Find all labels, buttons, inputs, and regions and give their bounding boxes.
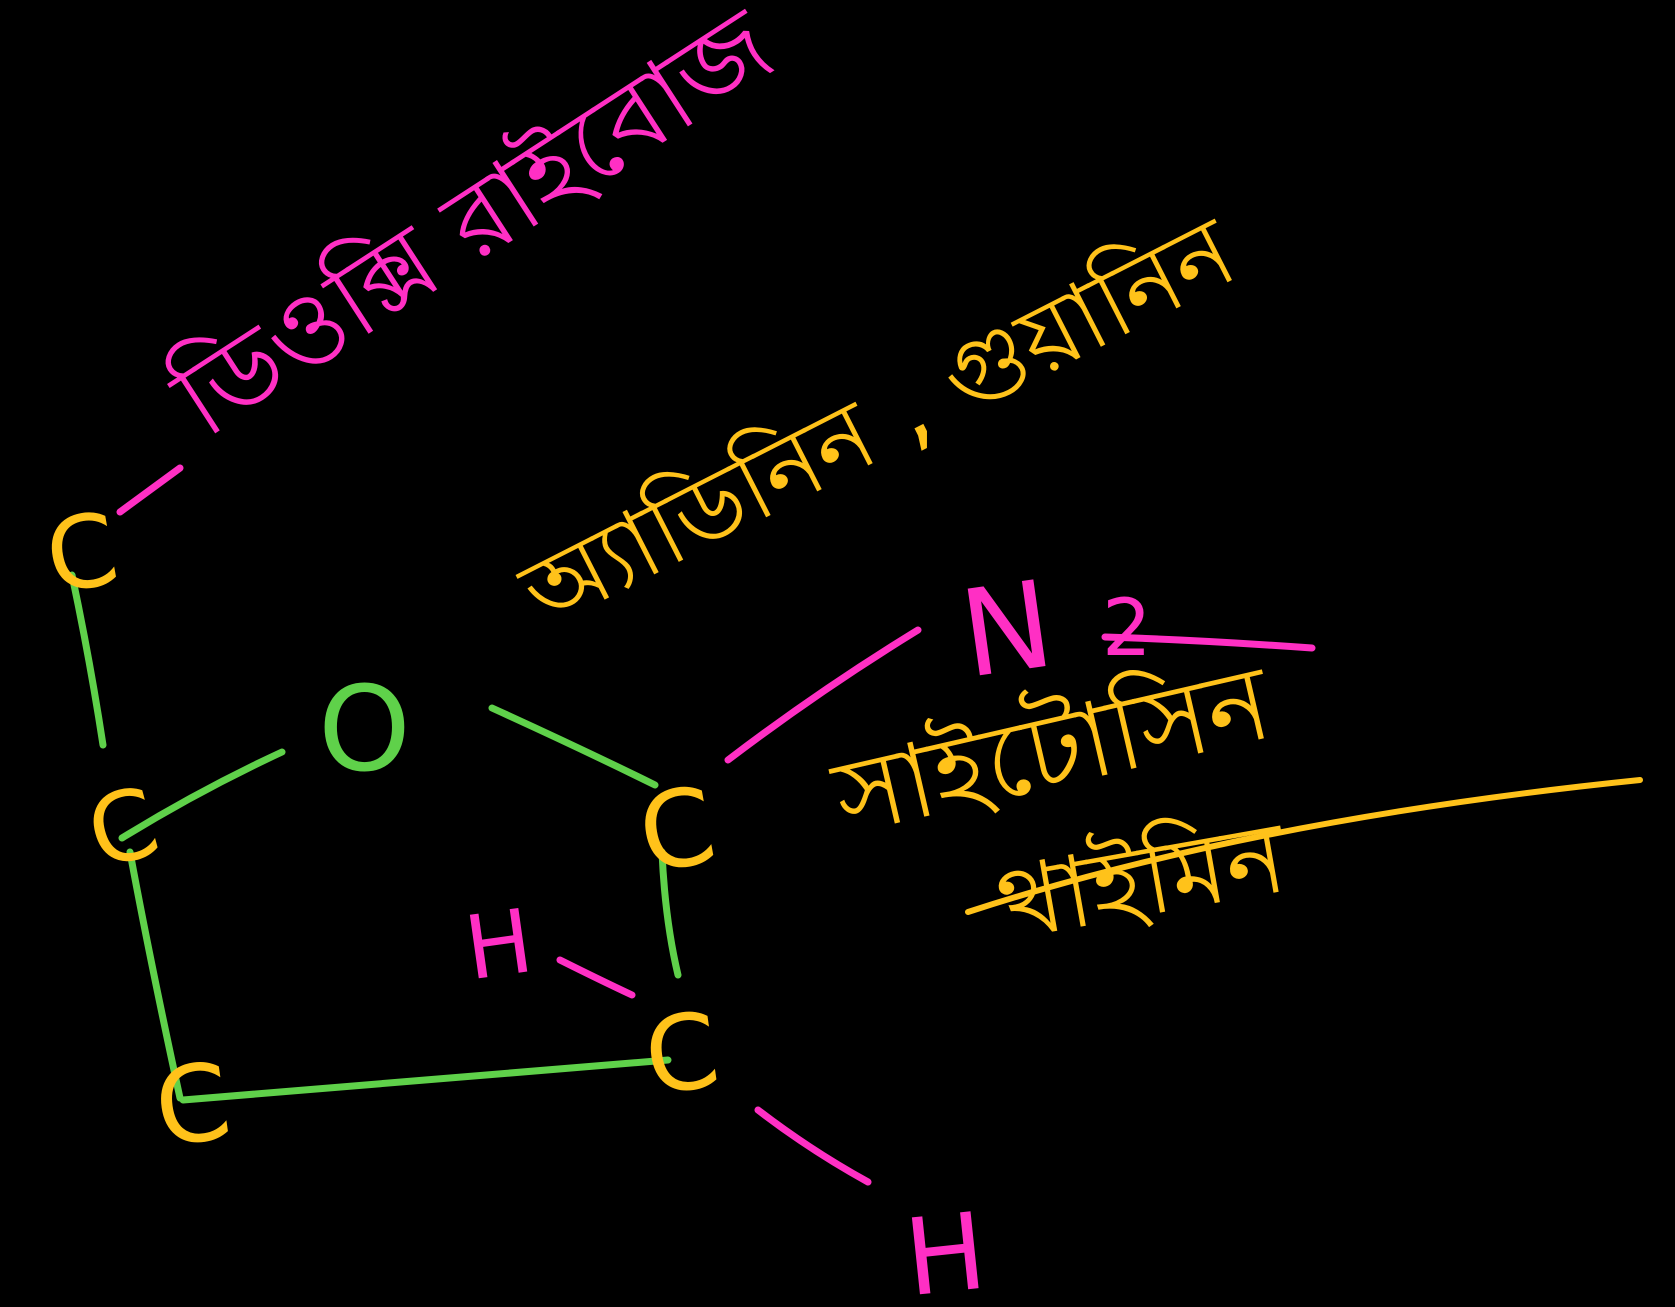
atom-hydrogen-inner: H — [459, 889, 539, 1000]
ring-bonds — [68, 571, 682, 1104]
atom-carbon-bottom: C — [148, 1039, 238, 1171]
atom-nitrogen-subscript: 2 — [1102, 584, 1152, 674]
bond-ring-carbon-to-bottom-carbon — [179, 1056, 672, 1104]
atom-ring-oxygen: O — [318, 660, 411, 798]
atom-nitrogen: N — [953, 555, 1061, 705]
bond-top-carbon-to-note — [116, 464, 184, 516]
pyrimidine-underline — [965, 777, 1643, 915]
bond-oxygen-to-right-carbon — [488, 704, 659, 789]
bond-bottom-carbon-to-left-carbon — [126, 848, 184, 1102]
bond-hydrogen-inner-to-ring-carbon — [556, 956, 636, 999]
bond-right-carbon-to-ring-carbon — [658, 848, 682, 979]
bond-top-carbon-to-left-carbon — [68, 571, 107, 749]
bond-ring-carbon-to-hydrogen-outer — [754, 1106, 872, 1186]
bond-left-carbon-to-oxygen — [118, 748, 286, 842]
bond-right-carbon-to-nitrogen — [724, 626, 922, 764]
pink-bonds — [116, 464, 1316, 1186]
atom-hydrogen-outer: H — [899, 1190, 991, 1307]
atom-ring-carbon: C — [637, 988, 726, 1119]
nitrogen-underline — [1101, 633, 1316, 652]
